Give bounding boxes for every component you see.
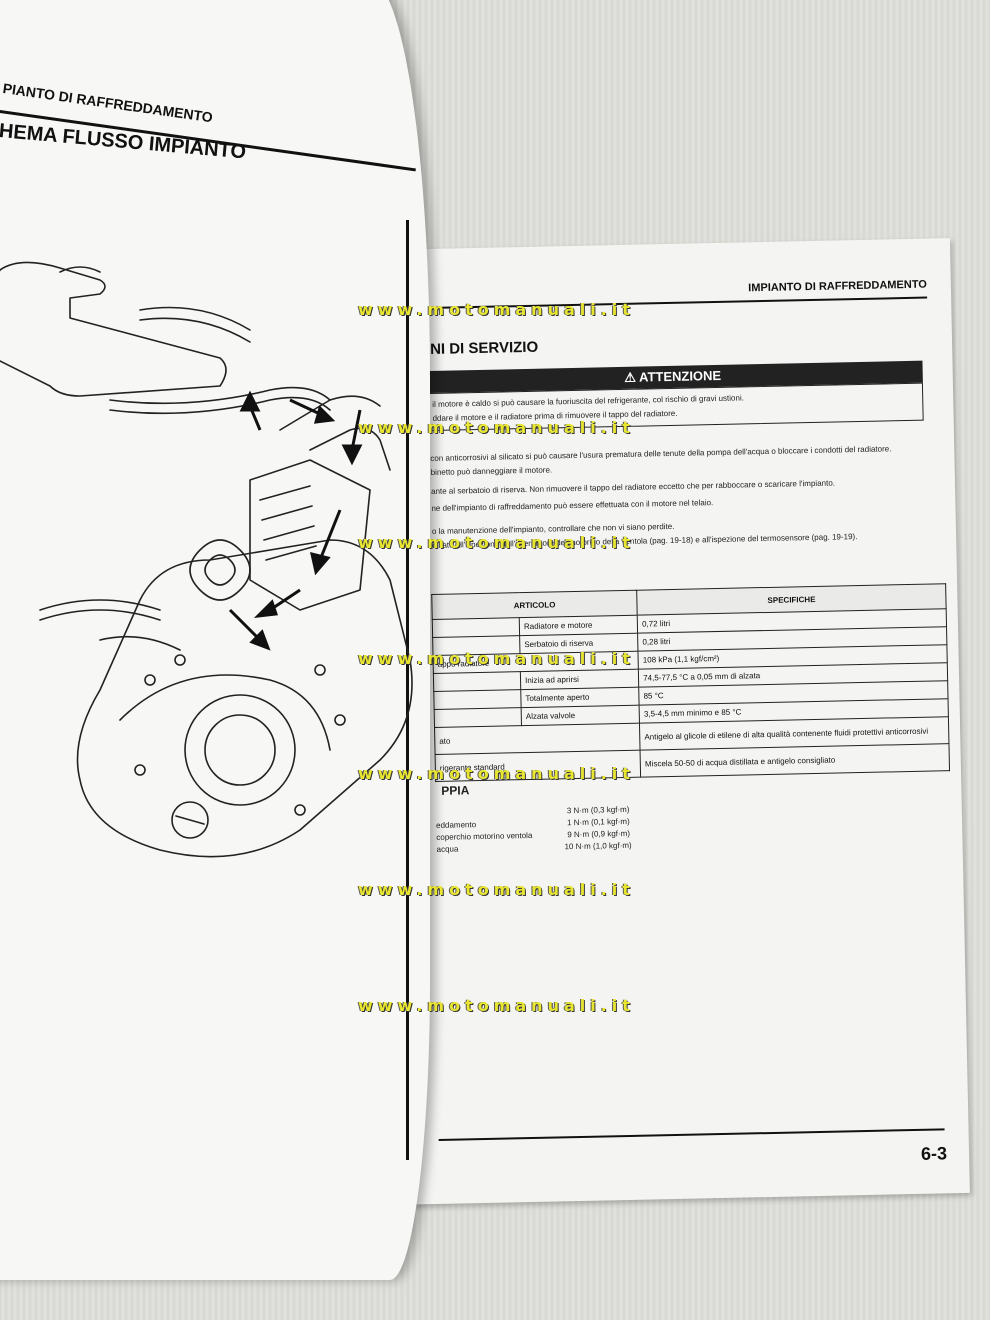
notice-line: binetto può danneggiare il motore. <box>430 465 553 477</box>
notice-line: ante al serbatoio di riserva. Non rimuov… <box>430 478 836 496</box>
left-page: PIANTO DI RAFFREDDAMENTO HEMA FLUSSO IMP… <box>0 0 430 1280</box>
watermark-text: www.motomanuali.it <box>358 996 635 1015</box>
table-cell: ato <box>434 723 641 755</box>
table-cell <box>434 707 522 728</box>
spec-table: ARTICOLO SPECIFICHE Radiatore e motore 0… <box>431 583 950 782</box>
torque-title: PPIA <box>441 783 470 798</box>
page-number: 6-3 <box>920 1143 948 1164</box>
watermark-text: www.motomanuali.it <box>358 418 635 437</box>
watermark-text: www.motomanuali.it <box>358 649 635 668</box>
watermark-text: www.motomanuali.it <box>358 764 635 783</box>
watermark-text: www.motomanuali.it <box>358 300 635 319</box>
torque-value: 10 N·m (1,0 kgf·m) <box>564 840 632 852</box>
right-page-title: NI DI SERVIZIO <box>429 338 539 358</box>
warning-label: ATTENZIONE <box>638 367 722 385</box>
left-section-header: PIANTO DI RAFFREDDAMENTO <box>1 80 214 126</box>
warning-line: il motore è caldo si può causare la fuor… <box>432 393 744 409</box>
right-section-header: IMPIANTO DI RAFFREDDAMENTO <box>748 278 927 295</box>
table-cell <box>433 671 521 692</box>
table-cell: Miscela 50-50 di acqua distillata e anti… <box>640 743 950 778</box>
torque-value: 9 N·m (0,9 kgf·m) <box>567 828 631 840</box>
table-cell <box>433 689 522 710</box>
torque-label: acqua <box>436 844 459 854</box>
torque-label: coperchio motorino ventola <box>436 830 533 842</box>
footer-rule <box>438 1128 945 1141</box>
cooling-flow-diagram <box>0 261 413 858</box>
notice-line: con anticorrosivi al silicato si può cau… <box>430 444 892 463</box>
notice-line: ne dell'impianto di raffreddamento può e… <box>431 498 714 513</box>
right-page: IMPIANTO DI RAFFREDDAMENTO NI DI SERVIZI… <box>380 238 970 1205</box>
torque-value: 1 N·m (0,1 kgf·m) <box>566 816 630 828</box>
watermark-text: www.motomanuali.it <box>358 533 635 552</box>
torque-value: 3 N·m (0,3 kgf·m) <box>566 804 630 816</box>
page-border-line <box>406 220 409 1160</box>
watermark-text: www.motomanuali.it <box>358 880 635 899</box>
table-cell <box>432 617 520 638</box>
torque-label: eddamento <box>435 820 477 830</box>
warning-triangle-icon: ⚠ <box>624 369 637 385</box>
